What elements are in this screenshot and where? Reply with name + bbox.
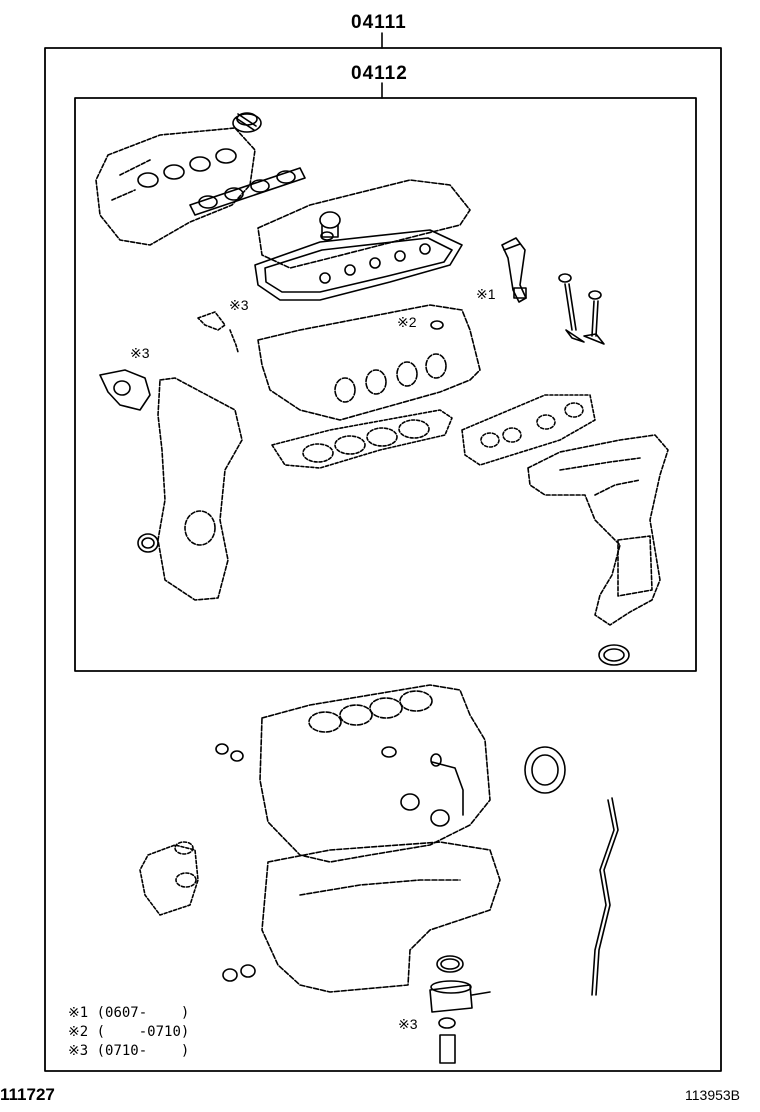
head-seal-icon xyxy=(430,320,444,330)
note-1: ※1 (0607- ) xyxy=(68,1005,190,1021)
callout-water-outlet: ※3 xyxy=(130,345,150,361)
callout-oil-cooler-seal: ※3 xyxy=(398,1016,418,1032)
water-outlet-icon xyxy=(99,369,151,411)
note-3: ※3 (0710- ) xyxy=(68,1043,190,1059)
outer-kit-frame xyxy=(44,47,722,1072)
crankshaft-seal-icon xyxy=(137,533,159,553)
callout-injector: ※1 xyxy=(476,286,496,302)
freeze-plugs-icon xyxy=(215,743,256,982)
footer-right-code: 113953B xyxy=(685,1087,741,1103)
valve-cover-icon xyxy=(257,179,471,269)
callout-clip: ※3 xyxy=(229,297,249,313)
fuel-injector-icon xyxy=(501,237,527,303)
note-2: ※2 ( -0710) xyxy=(68,1024,190,1040)
oil-pan-icon xyxy=(261,841,501,993)
valve-cover-gasket-icon xyxy=(254,229,463,301)
valves-icon xyxy=(558,273,605,345)
oil-cap-icon xyxy=(319,211,341,241)
outer-part-number: 04111 xyxy=(351,12,407,33)
oil-filler-cap-icon xyxy=(232,112,262,133)
inner-part-number: 04112 xyxy=(351,63,408,84)
exhaust-manifold-icon xyxy=(527,434,669,626)
exhaust-ring-icon xyxy=(598,644,630,666)
callout-head-seal: ※2 xyxy=(397,314,417,330)
timing-cover-icon xyxy=(157,377,243,601)
water-pump-icon xyxy=(139,841,199,916)
oil-dipstick-icon xyxy=(591,797,619,996)
footer-left-code: 111727 xyxy=(0,1085,55,1104)
sensor-clip-icon xyxy=(197,311,239,353)
cylinder-block-icon xyxy=(259,684,491,863)
inner-kit-frame xyxy=(74,97,697,672)
oil-cooler-icon xyxy=(429,955,491,1064)
engine-cover-icon xyxy=(95,127,256,246)
exhaust-gasket-icon xyxy=(461,394,596,466)
cylinder-head-icon xyxy=(257,304,481,421)
block-plugs-icon xyxy=(381,746,464,827)
rear-oil-seal-icon xyxy=(524,746,566,794)
head-gasket-icon xyxy=(271,409,453,469)
intake-gasket-icon xyxy=(137,148,306,216)
